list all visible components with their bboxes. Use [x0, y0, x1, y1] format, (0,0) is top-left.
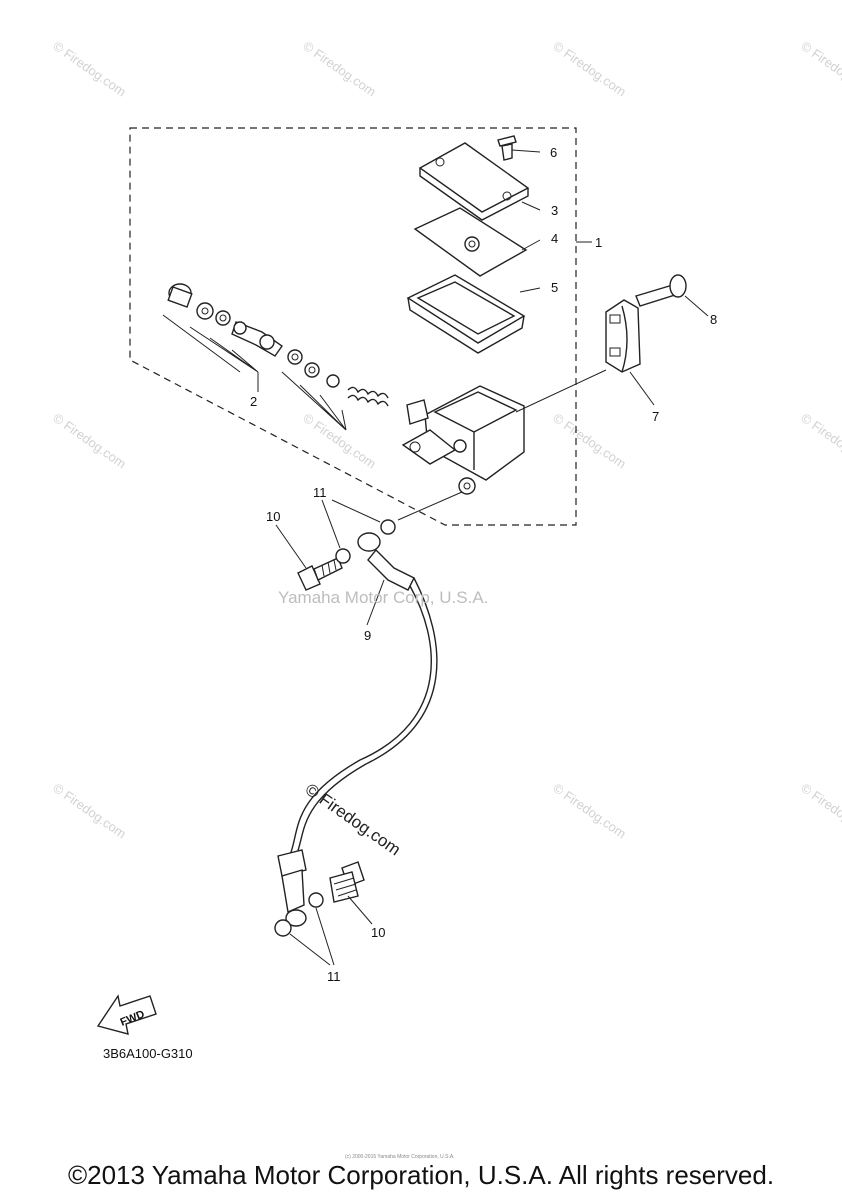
- assembly-boundary: [129, 127, 577, 526]
- watermark-text: © Firedog.com: [50, 410, 129, 471]
- callout-7: 7: [652, 409, 659, 424]
- callout-1: 1: [595, 235, 602, 250]
- bolt-part-8: [635, 274, 687, 307]
- watermark-text: © Firedog.com: [50, 780, 129, 841]
- callout-10-upper: 10: [266, 509, 280, 524]
- watermark-text: © Firedog.com: [550, 38, 629, 99]
- callout-8: 8: [710, 312, 717, 327]
- union-bolt-part-10: [329, 861, 365, 903]
- callout-2: 2: [250, 394, 257, 409]
- watermark-text: © Firedog.com: [300, 38, 379, 99]
- watermark-text: © Firedog.com: [798, 780, 842, 841]
- fwd-arrow-icon: FWD: [96, 994, 157, 1035]
- gasket-part-11: [308, 892, 324, 908]
- watermark-site-center: © Firedog.com: [302, 780, 404, 860]
- callout-5: 5: [551, 280, 558, 295]
- master-cylinder-body: [401, 385, 525, 495]
- diaphragm-plate-part-4: [413, 207, 528, 277]
- screw-part-6: [497, 135, 517, 161]
- watermark-center: Yamaha Motor Corp, U.S.A.: [278, 588, 488, 607]
- watermark-text: © Firedog.com: [550, 780, 629, 841]
- callout-9: 9: [364, 628, 371, 643]
- union-bolt-part-10: [297, 557, 343, 591]
- watermark-text: © Firedog.com: [50, 38, 129, 99]
- gasket-part-11: [274, 919, 292, 937]
- callout-11-lower: 11: [327, 969, 341, 984]
- brake-hose-part-9: [277, 532, 438, 927]
- fine-print: (c) 2000-2015 Yamaha Motor Corporation, …: [345, 1154, 455, 1160]
- callout-6: 6: [550, 145, 557, 160]
- watermark-text: © Firedog.com: [300, 410, 379, 471]
- gasket-part-11: [335, 548, 351, 564]
- callout-11-upper: 11: [313, 485, 327, 500]
- watermark-text: © Firedog.com: [550, 410, 629, 471]
- callout-4: 4: [551, 231, 558, 246]
- watermark-text: © Firedog.com: [798, 38, 842, 99]
- copyright-footer: ©2013 Yamaha Motor Corporation, U.S.A. A…: [67, 1160, 775, 1190]
- holder-part-7: [605, 299, 641, 373]
- callout-3: 3: [551, 203, 558, 218]
- reservoir-cap-part-3: [418, 142, 530, 221]
- leader-lines: [275, 149, 709, 966]
- diaphragm-part-5: [406, 274, 526, 354]
- piston-kit-part-2: [162, 283, 389, 431]
- watermark-text: © Firedog.com: [798, 410, 842, 471]
- gasket-part-11: [380, 519, 396, 535]
- callout-10-lower: 10: [371, 925, 385, 940]
- diagram-code: 3B6A100-G310: [103, 1046, 193, 1061]
